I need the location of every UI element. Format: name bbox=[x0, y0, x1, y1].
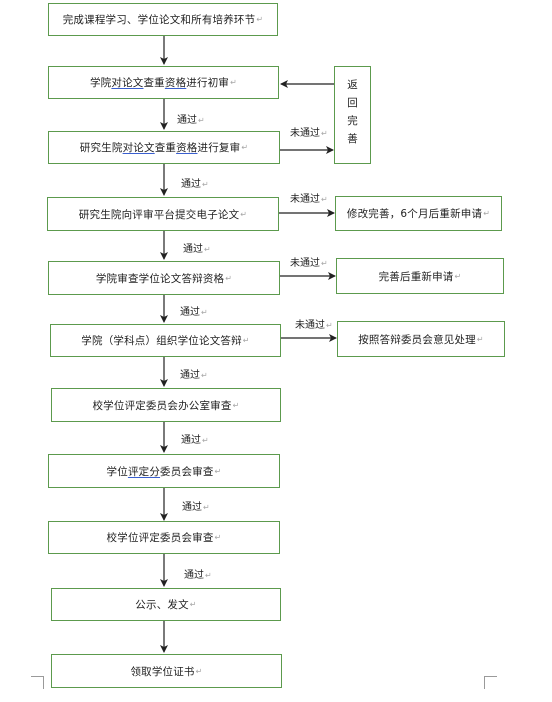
side-committee-opinion: 按照答辩委员会意见处理↵ bbox=[337, 321, 505, 357]
label-fail-2: 未通过↵ bbox=[290, 194, 328, 205]
step-submit-electronic-thesis: 研究生院向评审平台提交电子论文↵ bbox=[47, 197, 279, 231]
step-collect-certificate-text: 领取学位证书 bbox=[130, 665, 195, 678]
page-corner-mark-left bbox=[31, 676, 44, 689]
label-pass-6: 通过↵ bbox=[181, 435, 209, 446]
page-corner-mark-right bbox=[484, 676, 497, 689]
label-fail-1: 未通过↵ bbox=[290, 128, 328, 139]
step-publicize-issue: 公示、发文↵ bbox=[51, 588, 281, 621]
side-improve-reapply: 完善后重新申请↵ bbox=[336, 258, 504, 294]
step-collect-certificate: 领取学位证书↵ bbox=[51, 654, 282, 688]
label-pass-7: 通过↵ bbox=[182, 502, 210, 513]
step-university-committee-review: 校学位评定委员会审查↵ bbox=[48, 521, 280, 554]
label-pass-4: 通过↵ bbox=[180, 307, 208, 318]
label-pass-8: 通过↵ bbox=[184, 570, 212, 581]
step-organize-defense: 学院（学科点）组织学位论文答辩↵ bbox=[50, 324, 281, 357]
label-pass-1: 通过↵ bbox=[177, 115, 205, 126]
side-revise-reapply-6-months: 修改完善，6个月后重新申请↵ bbox=[335, 196, 502, 231]
label-pass-3: 通过↵ bbox=[183, 244, 211, 255]
label-fail-4: 未通过↵ bbox=[295, 320, 333, 331]
step-organize-defense-text: 学院（学科点）组织学位论文答辩 bbox=[81, 335, 242, 347]
step-sub-committee-review-text: 学位评定分委员会审查 bbox=[106, 465, 214, 478]
side-return-improve: 返 回 完 善 bbox=[334, 66, 371, 164]
side-improve-reapply-text: 完善后重新申请 bbox=[378, 270, 454, 283]
step-university-committee-review-text: 校学位评定委员会审查 bbox=[106, 532, 214, 544]
label-fail-3: 未通过↵ bbox=[290, 258, 328, 269]
step-degree-office-review-text: 校学位评定委员会办公室审查 bbox=[92, 399, 232, 412]
side-committee-opinion-text: 按照答辩委员会意见处理 bbox=[358, 333, 476, 346]
label-pass-2: 通过↵ bbox=[181, 179, 209, 190]
step-degree-office-review: 校学位评定委员会办公室审查↵ bbox=[51, 388, 281, 422]
step-complete-coursework-text: 完成课程学习、学位论文和所有培养环节 bbox=[62, 14, 256, 26]
label-pass-5: 通过↵ bbox=[180, 370, 208, 381]
step-sub-committee-review: 学位评定分委员会审查↵ bbox=[48, 454, 280, 488]
step-publicize-issue-text: 公示、发文 bbox=[135, 599, 189, 611]
step-complete-coursework: 完成课程学习、学位论文和所有培养环节↵ bbox=[48, 3, 278, 36]
step-submit-electronic-thesis-text: 研究生院向评审平台提交电子论文 bbox=[78, 208, 240, 221]
step-college-initial-review-text: 学院对论文查重资格进行初审 bbox=[89, 77, 230, 89]
step-defense-eligibility-review-text: 学院审查学位论文答辩资格 bbox=[95, 272, 225, 285]
step-graduate-school-recheck: 研究生院对论文查重资格进行复审↵ bbox=[48, 131, 280, 164]
step-defense-eligibility-review: 学院审查学位论文答辩资格↵ bbox=[48, 261, 280, 295]
step-college-initial-review: 学院对论文查重资格进行初审↵ bbox=[48, 66, 279, 99]
side-revise-reapply-6-months-text: 修改完善，6个月后重新申请 bbox=[346, 208, 483, 220]
step-graduate-school-recheck-text: 研究生院对论文查重资格进行复审 bbox=[79, 142, 241, 154]
